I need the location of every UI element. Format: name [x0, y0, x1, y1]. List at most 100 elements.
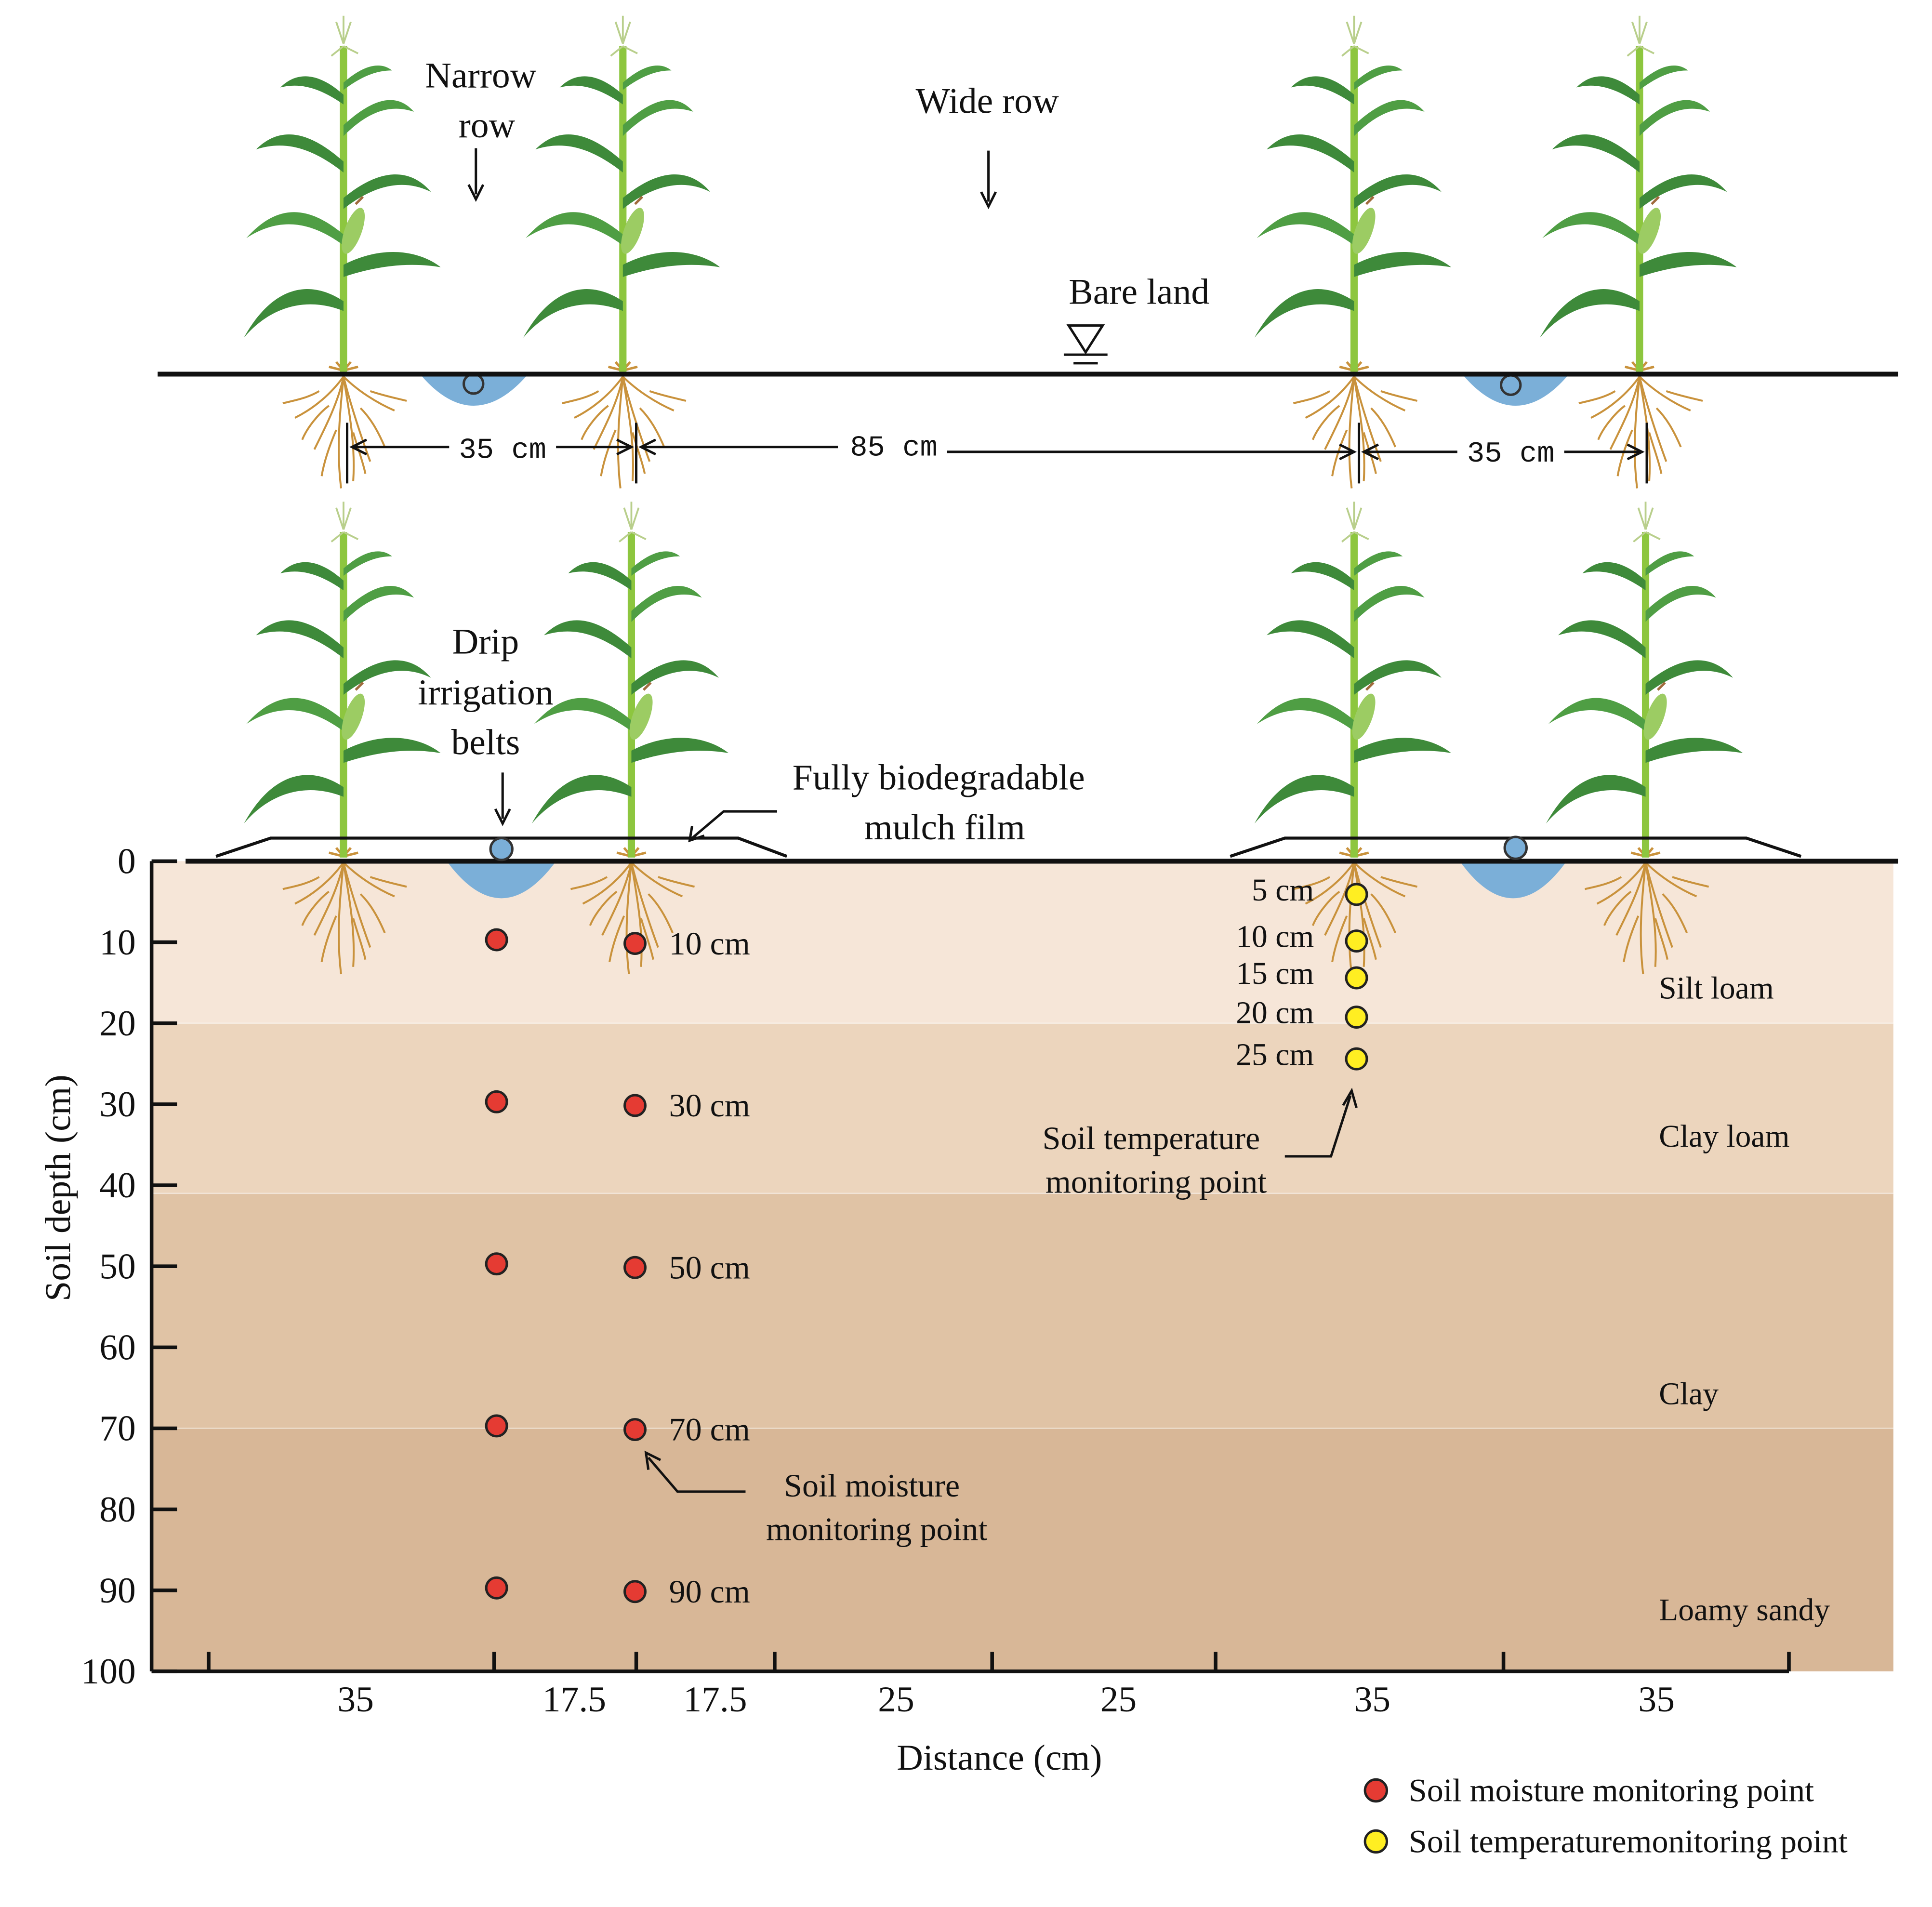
soil-layer-band: [151, 1428, 1893, 1671]
temperature-depth-label: 15 cm: [1236, 956, 1314, 991]
moisture-point: [623, 1580, 647, 1603]
x-segment-label: 25: [878, 1680, 914, 1720]
drip-irrigation-label: belts: [451, 723, 520, 763]
maize-plant-icon: [1540, 16, 1736, 372]
temperature-callout-label: monitoring point: [1045, 1164, 1267, 1200]
arrowhead-icon: [644, 1450, 662, 1470]
spacing-label: 35 cm: [459, 434, 546, 467]
arrowhead-icon: [980, 191, 997, 210]
top-panel: Narrow row Wide row Bare land 35 cm 85 c…: [158, 16, 1898, 489]
y-tick-label: 10: [99, 923, 136, 963]
drip-pipe-icon: [1499, 374, 1522, 396]
legend-moisture-marker: [1363, 1778, 1389, 1803]
moisture-depth-label: 10 cm: [669, 925, 750, 962]
moisture-point: [623, 1418, 647, 1441]
temperature-callout-label: Soil temperature: [1043, 1120, 1260, 1156]
y-tick-label: 40: [99, 1165, 136, 1205]
wet-zone-icon: [1459, 861, 1567, 899]
y-tick-label: 0: [118, 842, 136, 882]
root-icon: [283, 377, 407, 489]
soil-layer-band: [151, 861, 1893, 1023]
mulch-film-label: mulch film: [864, 808, 1025, 848]
moisture-depth-label: 50 cm: [669, 1249, 750, 1285]
x-axis-label: Distance (cm): [897, 1738, 1102, 1778]
x-segment-label: 35: [337, 1680, 374, 1720]
mulch-film-label: Fully biodegradable: [793, 758, 1085, 798]
temperature-point: [1345, 1006, 1368, 1029]
moisture-point: [485, 1090, 508, 1113]
y-tick-label: 100: [81, 1652, 135, 1692]
moisture-callout-label: monitoring point: [766, 1511, 987, 1548]
narrow-row-label: Narrow: [425, 56, 536, 96]
drip-pipe-icon: [489, 837, 514, 861]
spacing-label: 35 cm: [1467, 438, 1555, 471]
y-axis-label: Soil depth (cm): [39, 1074, 79, 1301]
x-segment-label: 35: [1638, 1680, 1675, 1720]
arrowhead-icon: [467, 184, 485, 202]
drip-irrigation-label: Drip: [452, 622, 519, 662]
wide-row-label: Wide row: [915, 81, 1059, 121]
moisture-point: [485, 1414, 508, 1438]
legend: Soil moisture monitoring point Soil temp…: [1363, 1772, 1848, 1860]
root-icon: [562, 377, 686, 489]
moisture-points: 10 cm 30 cm 50 cm 70 cm 90 cm: [485, 925, 750, 1610]
row-spacing-dimensions: 35 cm 85 cm 35 cm: [346, 423, 1648, 484]
y-tick-label: 80: [99, 1490, 136, 1530]
moisture-depth-label: 30 cm: [669, 1087, 750, 1124]
maize-plant-icon: [523, 16, 720, 372]
drip-pipe-icon: [463, 372, 485, 395]
y-tick-label: 90: [99, 1571, 136, 1611]
soil-layer-band: [151, 1023, 1893, 1193]
spacing-label: 85 cm: [850, 432, 938, 464]
maize-plant-icon: [244, 502, 440, 858]
temperature-depth-label: 5 cm: [1252, 873, 1314, 908]
maize-plant-icon: [1546, 502, 1743, 858]
soil-layer-label: Loamy sandy: [1659, 1593, 1830, 1628]
moisture-point: [485, 1576, 508, 1600]
moisture-depth-label: 90 cm: [669, 1573, 750, 1610]
narrow-row-label: row: [459, 106, 516, 146]
moisture-point: [485, 928, 508, 952]
maize-plant-icon: [1255, 502, 1451, 858]
leader-line-icon: [691, 810, 777, 839]
moisture-point: [485, 1252, 508, 1276]
moisture-depth-label: 70 cm: [669, 1411, 750, 1448]
temperature-depth-label: 10 cm: [1236, 920, 1314, 954]
arrowhead-icon: [494, 808, 511, 826]
x-segment-label: 25: [1100, 1680, 1137, 1720]
y-tick-label: 70: [99, 1409, 136, 1449]
temperature-point: [1345, 929, 1368, 953]
root-icon: [1579, 377, 1703, 489]
soil-layer-label: Silt loam: [1659, 971, 1773, 1006]
x-segment-label: 17.5: [543, 1680, 606, 1720]
water-level-icon: [1063, 324, 1108, 365]
temperature-point: [1345, 883, 1368, 906]
maize-plant-icon: [244, 16, 440, 372]
legend-temperature-marker: [1363, 1829, 1389, 1854]
temperature-depth-label: 25 cm: [1236, 1037, 1314, 1072]
leader-line-icon: [647, 1457, 746, 1493]
maize-plant-icon: [532, 502, 728, 858]
y-tick-label: 60: [99, 1328, 136, 1368]
drip-pipe-icon: [1503, 835, 1528, 860]
moisture-point: [623, 1256, 647, 1279]
x-segment-label: 35: [1354, 1680, 1390, 1720]
bottom-panel: Drip irrigation belts Fully biodegradabl…: [39, 502, 1898, 1778]
y-tick-label: 50: [99, 1246, 136, 1286]
soil-layer-band: [151, 1193, 1893, 1429]
distance-axis: 35 17.5 17.5 25 25 35 35: [151, 1652, 1791, 1720]
x-segment-label: 17.5: [683, 1680, 747, 1720]
wet-zone-icon: [447, 861, 556, 899]
legend-temperature-label: Soil temperaturemonitoring point: [1409, 1823, 1848, 1860]
drip-irrigation-label: irrigation: [418, 673, 553, 713]
arrowhead-icon: [688, 825, 705, 843]
maize-plant-icon: [1255, 16, 1451, 372]
moisture-callout-label: Soil moisture: [784, 1467, 960, 1504]
root-icon: [1293, 377, 1417, 489]
y-tick-label: 20: [99, 1004, 136, 1044]
arrowhead-icon: [1342, 1087, 1358, 1108]
